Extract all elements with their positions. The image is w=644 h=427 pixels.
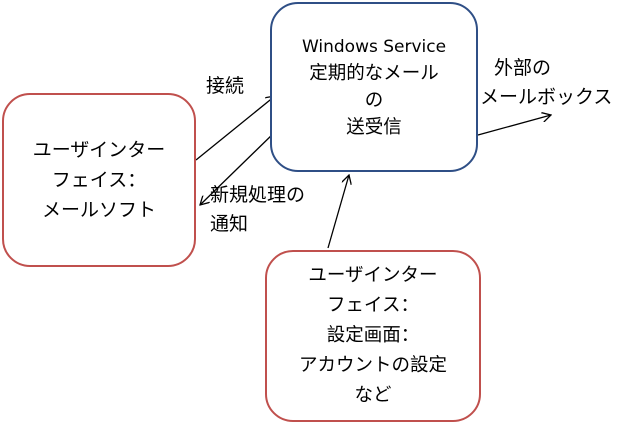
connect-arrow: [195, 96, 275, 161]
mail-client-line-1: ユーザインター: [32, 139, 166, 161]
mailbox-arrow: [477, 115, 551, 136]
external-mailbox-line-1: 外部の: [494, 57, 552, 79]
settings-ui-line-4: アカウントの設定: [298, 355, 447, 376]
external-mailbox-label: 外部の メールボックス: [480, 54, 612, 112]
windows-service-line-1: 定期的なメール: [309, 62, 439, 84]
settings-ui-line-2: フェイス：: [327, 295, 419, 316]
windows-service-line-3: 送受信: [346, 116, 402, 138]
settings-to-service-arrow: [327, 175, 349, 249]
notify-label-line-2: 通知: [210, 213, 249, 235]
external-mailbox-line-2: メールボックス: [480, 86, 613, 108]
settings-ui-line-3: 設定画面：: [326, 325, 420, 346]
windows-service-line-2: の: [364, 89, 384, 111]
mail-client-line-2: フェイス：: [51, 169, 147, 191]
mail-client-node: ユーザインター フェイス： メールソフト: [2, 93, 196, 267]
mail-client-line-3: メールソフト: [41, 199, 156, 221]
settings-ui-node: ユーザインター フェイス： 設定画面： アカウントの設定 など: [265, 250, 481, 422]
notify-label-line-1: 新規処理の: [210, 184, 306, 206]
notify-label: 新規処理の 通知: [210, 181, 305, 239]
windows-service-node: Windows Service 定期的なメール の 送受信: [270, 2, 478, 172]
settings-ui-line-5: など: [354, 385, 392, 406]
notify-arrow: [200, 130, 277, 205]
settings-ui-line-1: ユーザインター: [308, 265, 438, 286]
connect-label: 接続: [206, 75, 245, 97]
windows-service-title: Windows Service: [301, 36, 447, 57]
